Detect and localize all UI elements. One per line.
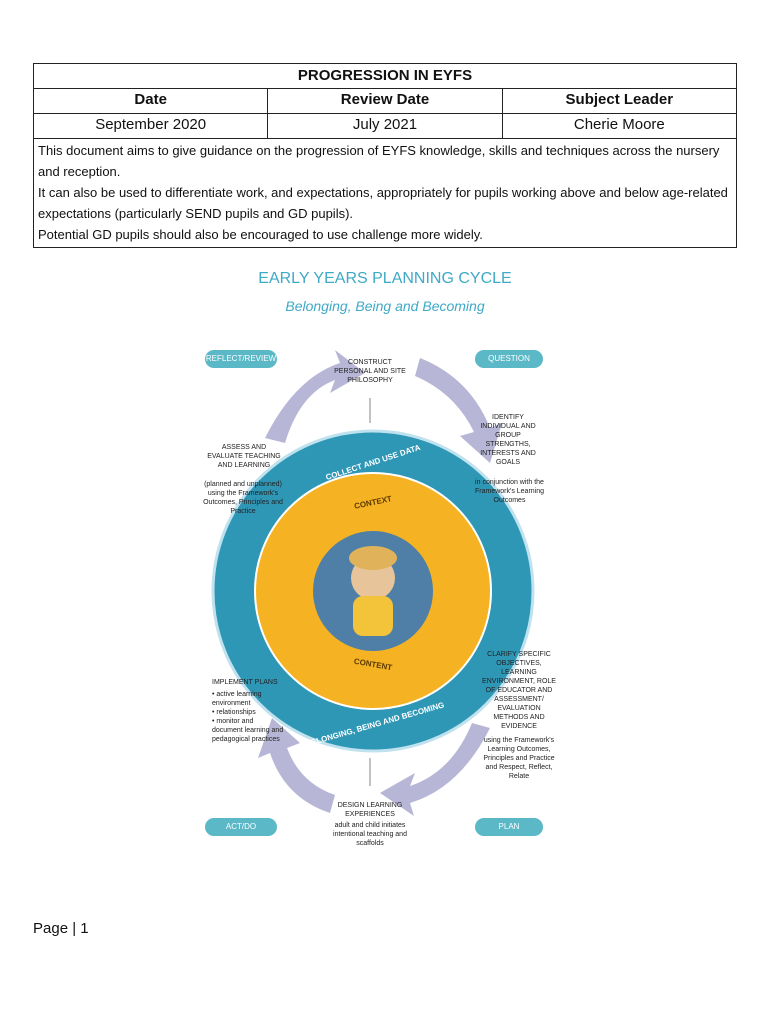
page-number: Page | 1	[33, 920, 89, 937]
pill-plan: PLAN	[475, 818, 543, 836]
stage-clarify-sub: using the Framework's Learning Outcomes,…	[483, 737, 555, 780]
description-line-1: This document aims to give guidance on t…	[38, 143, 720, 179]
stage-clarify: CLARIFY SPECIFIC OBJECTIVES, LEARNING EN…	[482, 651, 556, 730]
column-date: Date	[134, 91, 167, 108]
header-table: PROGRESSION IN EYFS Date Review Date Sub…	[33, 63, 737, 248]
implement-item: • relationships	[212, 709, 256, 716]
stage-assess: ASSESS AND EVALUATE TEACHING AND LEARNIN…	[207, 444, 281, 469]
cycle-graphic	[211, 350, 535, 816]
implement-item: • monitor and document learning and peda…	[212, 718, 284, 743]
stage-philosophy: CONSTRUCT PERSONAL AND SITE PHILOSOPHY	[334, 359, 406, 384]
stage-design: DESIGN LEARNING EXPERIENCES	[337, 802, 403, 818]
description: This document aims to give guidance on t…	[34, 139, 736, 247]
column-review-date: Review Date	[267, 89, 501, 113]
stage-implement-items: • active learning environment • relation…	[212, 690, 284, 744]
arrow-top-left	[265, 350, 365, 443]
pill-question: QUESTION	[475, 350, 543, 368]
pill-reflect-review: REFLECT/REVIEW	[205, 350, 277, 368]
arrow-bottom-left	[258, 718, 335, 813]
stage-identify: IDENTIFY INDIVIDUAL AND GROUP STRENGTHS,…	[480, 414, 536, 466]
figure-title: EARLY YEARS PLANNING CYCLE	[258, 270, 512, 287]
planning-cycle-figure: EARLY YEARS PLANNING CYCLE Belonging, Be…	[190, 258, 580, 858]
stage-implement: IMPLEMENT PLANS	[212, 679, 278, 686]
stage-assess-sub: (planned and unplanned) using the Framew…	[203, 481, 283, 515]
implement-item: • active learning environment	[212, 691, 262, 707]
value-date: September 2020	[95, 116, 207, 133]
document-title: PROGRESSION IN EYFS	[297, 67, 473, 84]
value-subject-leader: Cherie Moore	[501, 114, 736, 138]
description-line-2: It can also be used to differentiate wor…	[38, 185, 728, 221]
value-review-date: July 2021	[267, 114, 501, 138]
column-subject-leader: Subject Leader	[501, 89, 736, 113]
figure-subtitle: Belonging, Being and Becoming	[285, 298, 485, 314]
arrow-bottom-right	[380, 723, 490, 816]
description-line-3: Potential GD pupils should also be encou…	[38, 227, 483, 242]
arrow-top-right	[415, 358, 502, 463]
stage-identify-sub: in conjunction with the Framework's Lear…	[474, 479, 545, 504]
pill-act-do: ACT/DO	[205, 818, 277, 836]
stage-design-sub: adult and child initiates intentional te…	[333, 822, 407, 847]
